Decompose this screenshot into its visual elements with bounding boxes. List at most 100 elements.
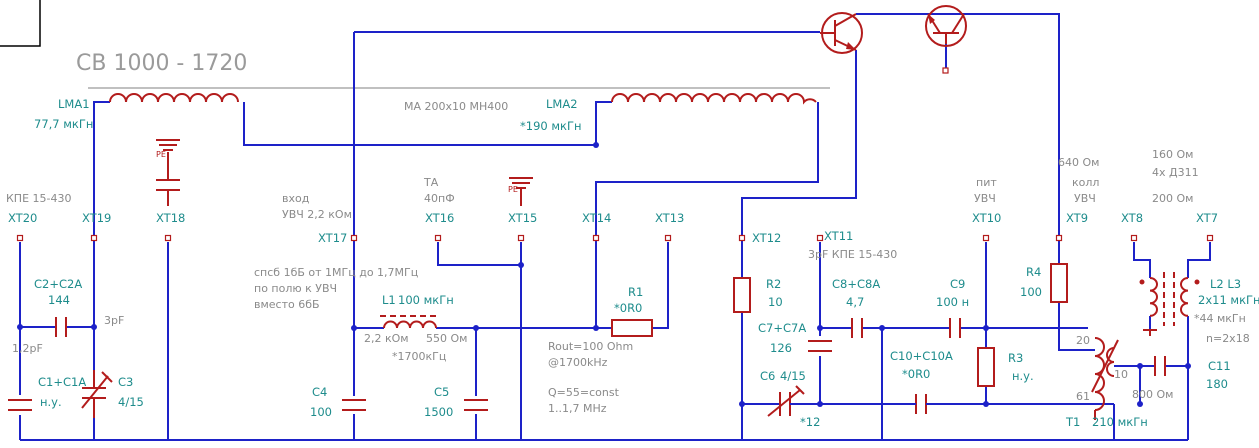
c9-capacitor <box>949 318 961 338</box>
xt17-note1: вход <box>282 192 310 205</box>
core-note: МА 200х10 МН400 <box>404 100 508 113</box>
xt15-pin[interactable] <box>517 234 525 242</box>
c5-capacitor <box>464 399 488 411</box>
c9-ref: C9 <box>950 277 965 291</box>
xt9-pin[interactable] <box>1055 234 1063 242</box>
transistor-q2 <box>925 5 967 47</box>
xt7-pin[interactable] <box>1206 234 1214 242</box>
c8-capacitor <box>851 318 863 338</box>
method-note-2: по полю к УВЧ <box>254 282 337 295</box>
t1-tap-side: 10 <box>1114 368 1128 381</box>
c6-value: 4/15 <box>780 369 806 383</box>
pe-label-xt18: PE <box>156 150 166 159</box>
r1-resistor <box>611 319 653 337</box>
junction-dots <box>17 142 1191 407</box>
lma2-winding <box>611 93 817 105</box>
xt7-label: XT7 <box>1196 211 1218 225</box>
xt9-note3: УВЧ <box>1074 192 1096 205</box>
c11-value: 180 <box>1206 377 1228 391</box>
xt9-note2: колл <box>1072 176 1099 189</box>
xt12-label: XT12 <box>752 231 781 245</box>
l1-right-impedance: 550 Ом <box>426 332 467 345</box>
xt10-note2: УВЧ <box>974 192 996 205</box>
t1-transformer <box>1091 337 1119 420</box>
c3-trimmer-capacitor <box>81 370 113 418</box>
t1-load: 800 Ом <box>1132 388 1173 401</box>
pe-ground-xt15: PE <box>508 177 533 206</box>
c7-value: 126 <box>770 341 792 355</box>
diode-note-3: 200 Ом <box>1152 192 1193 205</box>
l1-frequency: *1700кГц <box>392 350 446 363</box>
c2-ref: C2+C2A <box>34 277 82 291</box>
c8-value: 4,7 <box>846 295 864 309</box>
pe-ground-xt18: PE <box>156 139 180 159</box>
l2-l3-note-1: *44 мкГн <box>1194 312 1246 325</box>
l2-l3-transformer <box>1139 272 1200 336</box>
q-note-2: 1..1,7 MHz <box>548 402 607 415</box>
method-note-3: вместо 6бБ <box>254 298 320 311</box>
xt16-pin[interactable] <box>434 234 442 242</box>
c10-ref: C10+C10A <box>890 349 953 363</box>
r3-resistor <box>977 347 995 387</box>
c9-value: 100 н <box>936 295 969 309</box>
xt10-label: XT10 <box>972 211 1001 225</box>
c7-ref: C7+C7A <box>758 321 806 335</box>
xt20-pin[interactable] <box>16 234 24 242</box>
sheet-title: СВ 1000 - 1720 <box>76 51 247 76</box>
xt10-pin[interactable] <box>982 234 990 242</box>
c4-ref: C4 <box>312 385 327 399</box>
q-note-1: Q=55=const <box>548 386 620 399</box>
c5-ref: C5 <box>434 385 449 399</box>
c11-capacitor <box>1154 356 1166 376</box>
xt16-label: XT16 <box>425 211 454 225</box>
xt18-capacitor <box>156 152 180 206</box>
diode-note-1: 160 Ом <box>1152 148 1193 161</box>
c1-capacitor <box>8 399 32 411</box>
xt19-label: XT19 <box>82 211 111 225</box>
c6-note: *12 <box>800 415 820 429</box>
l1-value: 100 мкГн <box>398 293 454 307</box>
xt18-pin[interactable] <box>164 234 172 242</box>
xt8-label: XT8 <box>1121 211 1143 225</box>
c8-ref: C8+C8A <box>832 277 880 291</box>
l1-winding <box>383 320 437 329</box>
c3-ref: C3 <box>118 375 133 389</box>
c10-capacitor <box>906 394 936 414</box>
r2-resistor <box>733 277 751 313</box>
xt10-note1: пит <box>976 176 997 189</box>
xt17-pin[interactable] <box>350 234 358 242</box>
rout-note-1: Rout=100 Ohm <box>548 340 633 353</box>
q2-base-terminal[interactable] <box>942 67 949 74</box>
r4-value: 100 <box>1020 285 1042 299</box>
xt8-pin[interactable] <box>1130 234 1138 242</box>
r2-value: 10 <box>768 295 783 309</box>
sheet-frame-corner <box>0 0 41 47</box>
l2-l3-ref: L2 L3 <box>1210 277 1241 291</box>
c1-value: н.у. <box>40 395 62 409</box>
rout-note-2: @1700kHz <box>548 356 608 369</box>
xt18-label: XT18 <box>156 211 185 225</box>
transistor-q1 <box>820 12 863 54</box>
terminal-pins <box>16 234 1214 242</box>
xt11-pin[interactable] <box>816 234 824 242</box>
xt14-label: XT14 <box>582 211 611 225</box>
lma2-ref: LMA2 <box>546 97 578 111</box>
t1-value: 210 мкГн <box>1092 415 1148 429</box>
pe-label-xt15: PE <box>508 185 518 194</box>
xt13-pin[interactable] <box>664 234 672 242</box>
c3-value: 4/15 <box>118 395 144 409</box>
xt19-pin[interactable] <box>90 234 98 242</box>
l1-ref: L1 <box>382 293 396 307</box>
r4-resistor <box>1050 263 1068 303</box>
diode-note-2: 4х Д311 <box>1152 166 1199 179</box>
r1-value: *0R0 <box>614 301 642 315</box>
lma1-value: 77,7 мкГн <box>34 117 93 131</box>
xt11-label: XT11 <box>824 229 853 243</box>
c6-ref: C6 <box>760 369 775 383</box>
xt17-label: XT17 <box>318 231 347 245</box>
xt13-label: XT13 <box>655 211 684 225</box>
xt20-note: КПЕ 15-430 <box>6 192 72 205</box>
xt12-pin[interactable] <box>738 234 746 242</box>
xt14-pin[interactable] <box>592 234 600 242</box>
